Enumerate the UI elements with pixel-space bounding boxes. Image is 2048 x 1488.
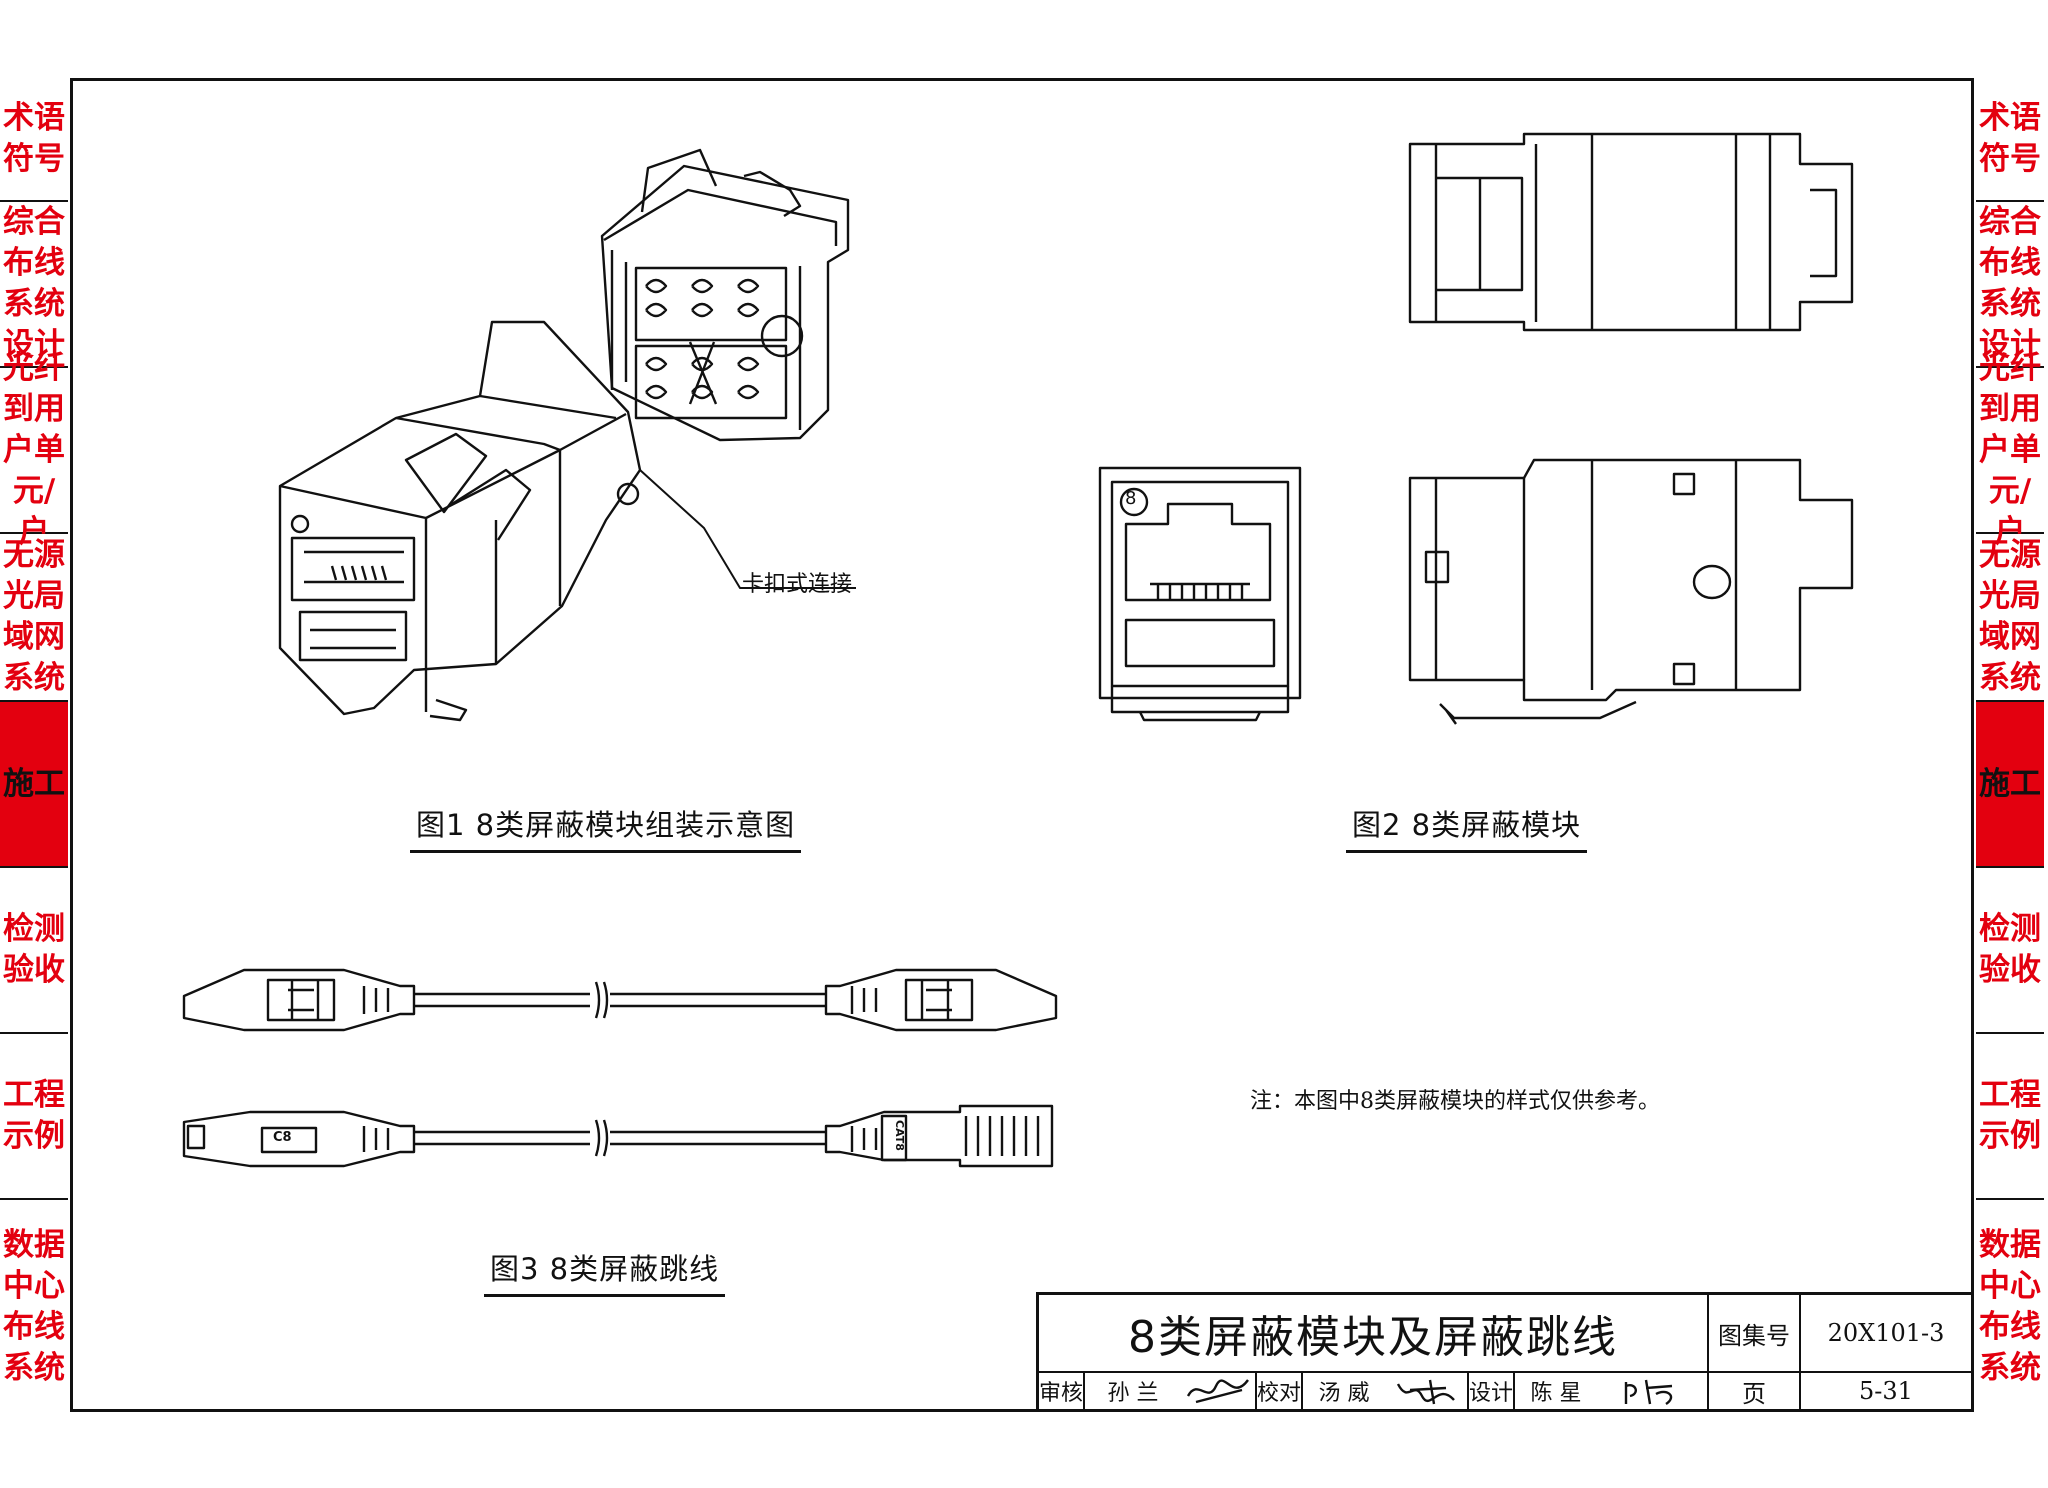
page-number: 5-31 (1859, 1377, 1913, 1405)
designer-name: 陈 星 (1530, 1381, 1582, 1406)
check-label: 校对 (1257, 1373, 1303, 1409)
side-tab-inspection[interactable]: 检测 验收 (0, 868, 68, 1034)
side-tab-terms[interactable]: 术语 符号 (1976, 78, 2044, 202)
side-tab-construction[interactable]: 施工 (1976, 702, 2044, 868)
side-tab-pon[interactable]: 无源 光局 域网 系统 (1976, 534, 2044, 702)
drawing-frame (70, 78, 1974, 1412)
side-tab-terms[interactable]: 术语 符号 (0, 78, 68, 202)
side-nav-left: 术语 符号 综合 布线 系统 设计 光纤 到用 户单 元/户 无源 光局 域网 … (0, 78, 68, 1414)
drawing-note: 注：本图中8类屏蔽模块的样式仅供参考。 (1250, 1089, 1660, 1114)
side-tab-examples[interactable]: 工程 示例 (0, 1034, 68, 1200)
atlas-number: 20X101-3 (1801, 1295, 1971, 1373)
page-label: 页 (1709, 1373, 1801, 1409)
atlas-number-label: 图集号 (1709, 1295, 1801, 1373)
review-label: 审核 (1039, 1373, 1085, 1409)
checker-signature-mark (1396, 1379, 1455, 1405)
fig1-callout-label: 卡扣式连接 (742, 572, 853, 597)
side-tab-cabling-design[interactable]: 综合 布线 系统 设计 (1976, 202, 2044, 368)
plug-label-c8: C8 (273, 1130, 292, 1145)
side-tab-cabling-design[interactable]: 综合 布线 系统 设计 (0, 202, 68, 368)
fig1-caption: 图1 8类屏蔽模块组装示意图 (410, 802, 802, 853)
fig1-callout-leader (639, 469, 856, 589)
side-tab-datacenter[interactable]: 数据 中心 布线 系统 (3, 1227, 65, 1386)
fig2-caption: 图2 8类屏蔽模块 (1346, 802, 1588, 853)
designer-signature-mark (1624, 1379, 1673, 1405)
designer-signature (1597, 1373, 1709, 1409)
side-tab-pon[interactable]: 无源 光局 域网 系统 (0, 534, 68, 702)
checker-signature (1385, 1373, 1469, 1409)
fig2-shielded-module-views (1098, 132, 1854, 725)
title-block: 8类屏蔽模块及屏蔽跳线 图集号 20X101-3 审核 孙 兰 校对 汤 威 设… (1036, 1292, 1974, 1412)
fig3-shielded-patch-cords (182, 968, 1058, 1168)
side-nav-right: 术语 符号 综合 布线 系统 设计 光纤 到用 户单 元/户 无源 光局 域网 … (1976, 78, 2044, 1414)
side-tab-examples[interactable]: 工程 示例 (1976, 1034, 2044, 1200)
side-tab-construction[interactable]: 施工 (0, 702, 68, 868)
checker-name: 汤 威 (1318, 1381, 1370, 1406)
reviewer-signature (1181, 1373, 1257, 1409)
fig3-caption: 图3 8类屏蔽跳线 (484, 1246, 726, 1297)
fig1-shielded-module-assembly (278, 148, 850, 722)
side-tab-fiber-to-unit[interactable]: 光纤 到用 户单 元/户 (1976, 350, 2044, 550)
reviewer-signature-mark (1186, 1379, 1249, 1404)
reviewer-name: 孙 兰 (1107, 1381, 1159, 1406)
pin-number-label: 8 (1125, 488, 1137, 509)
design-label: 设计 (1469, 1373, 1515, 1409)
side-tab-inspection[interactable]: 检测 验收 (1976, 868, 2044, 1034)
side-tab-datacenter[interactable]: 数据 中心 布线 系统 (1979, 1227, 2041, 1386)
drawing-title: 8类屏蔽模块及屏蔽跳线 (1039, 1295, 1709, 1373)
plug-label-cat8: CAT8 (893, 1120, 906, 1151)
